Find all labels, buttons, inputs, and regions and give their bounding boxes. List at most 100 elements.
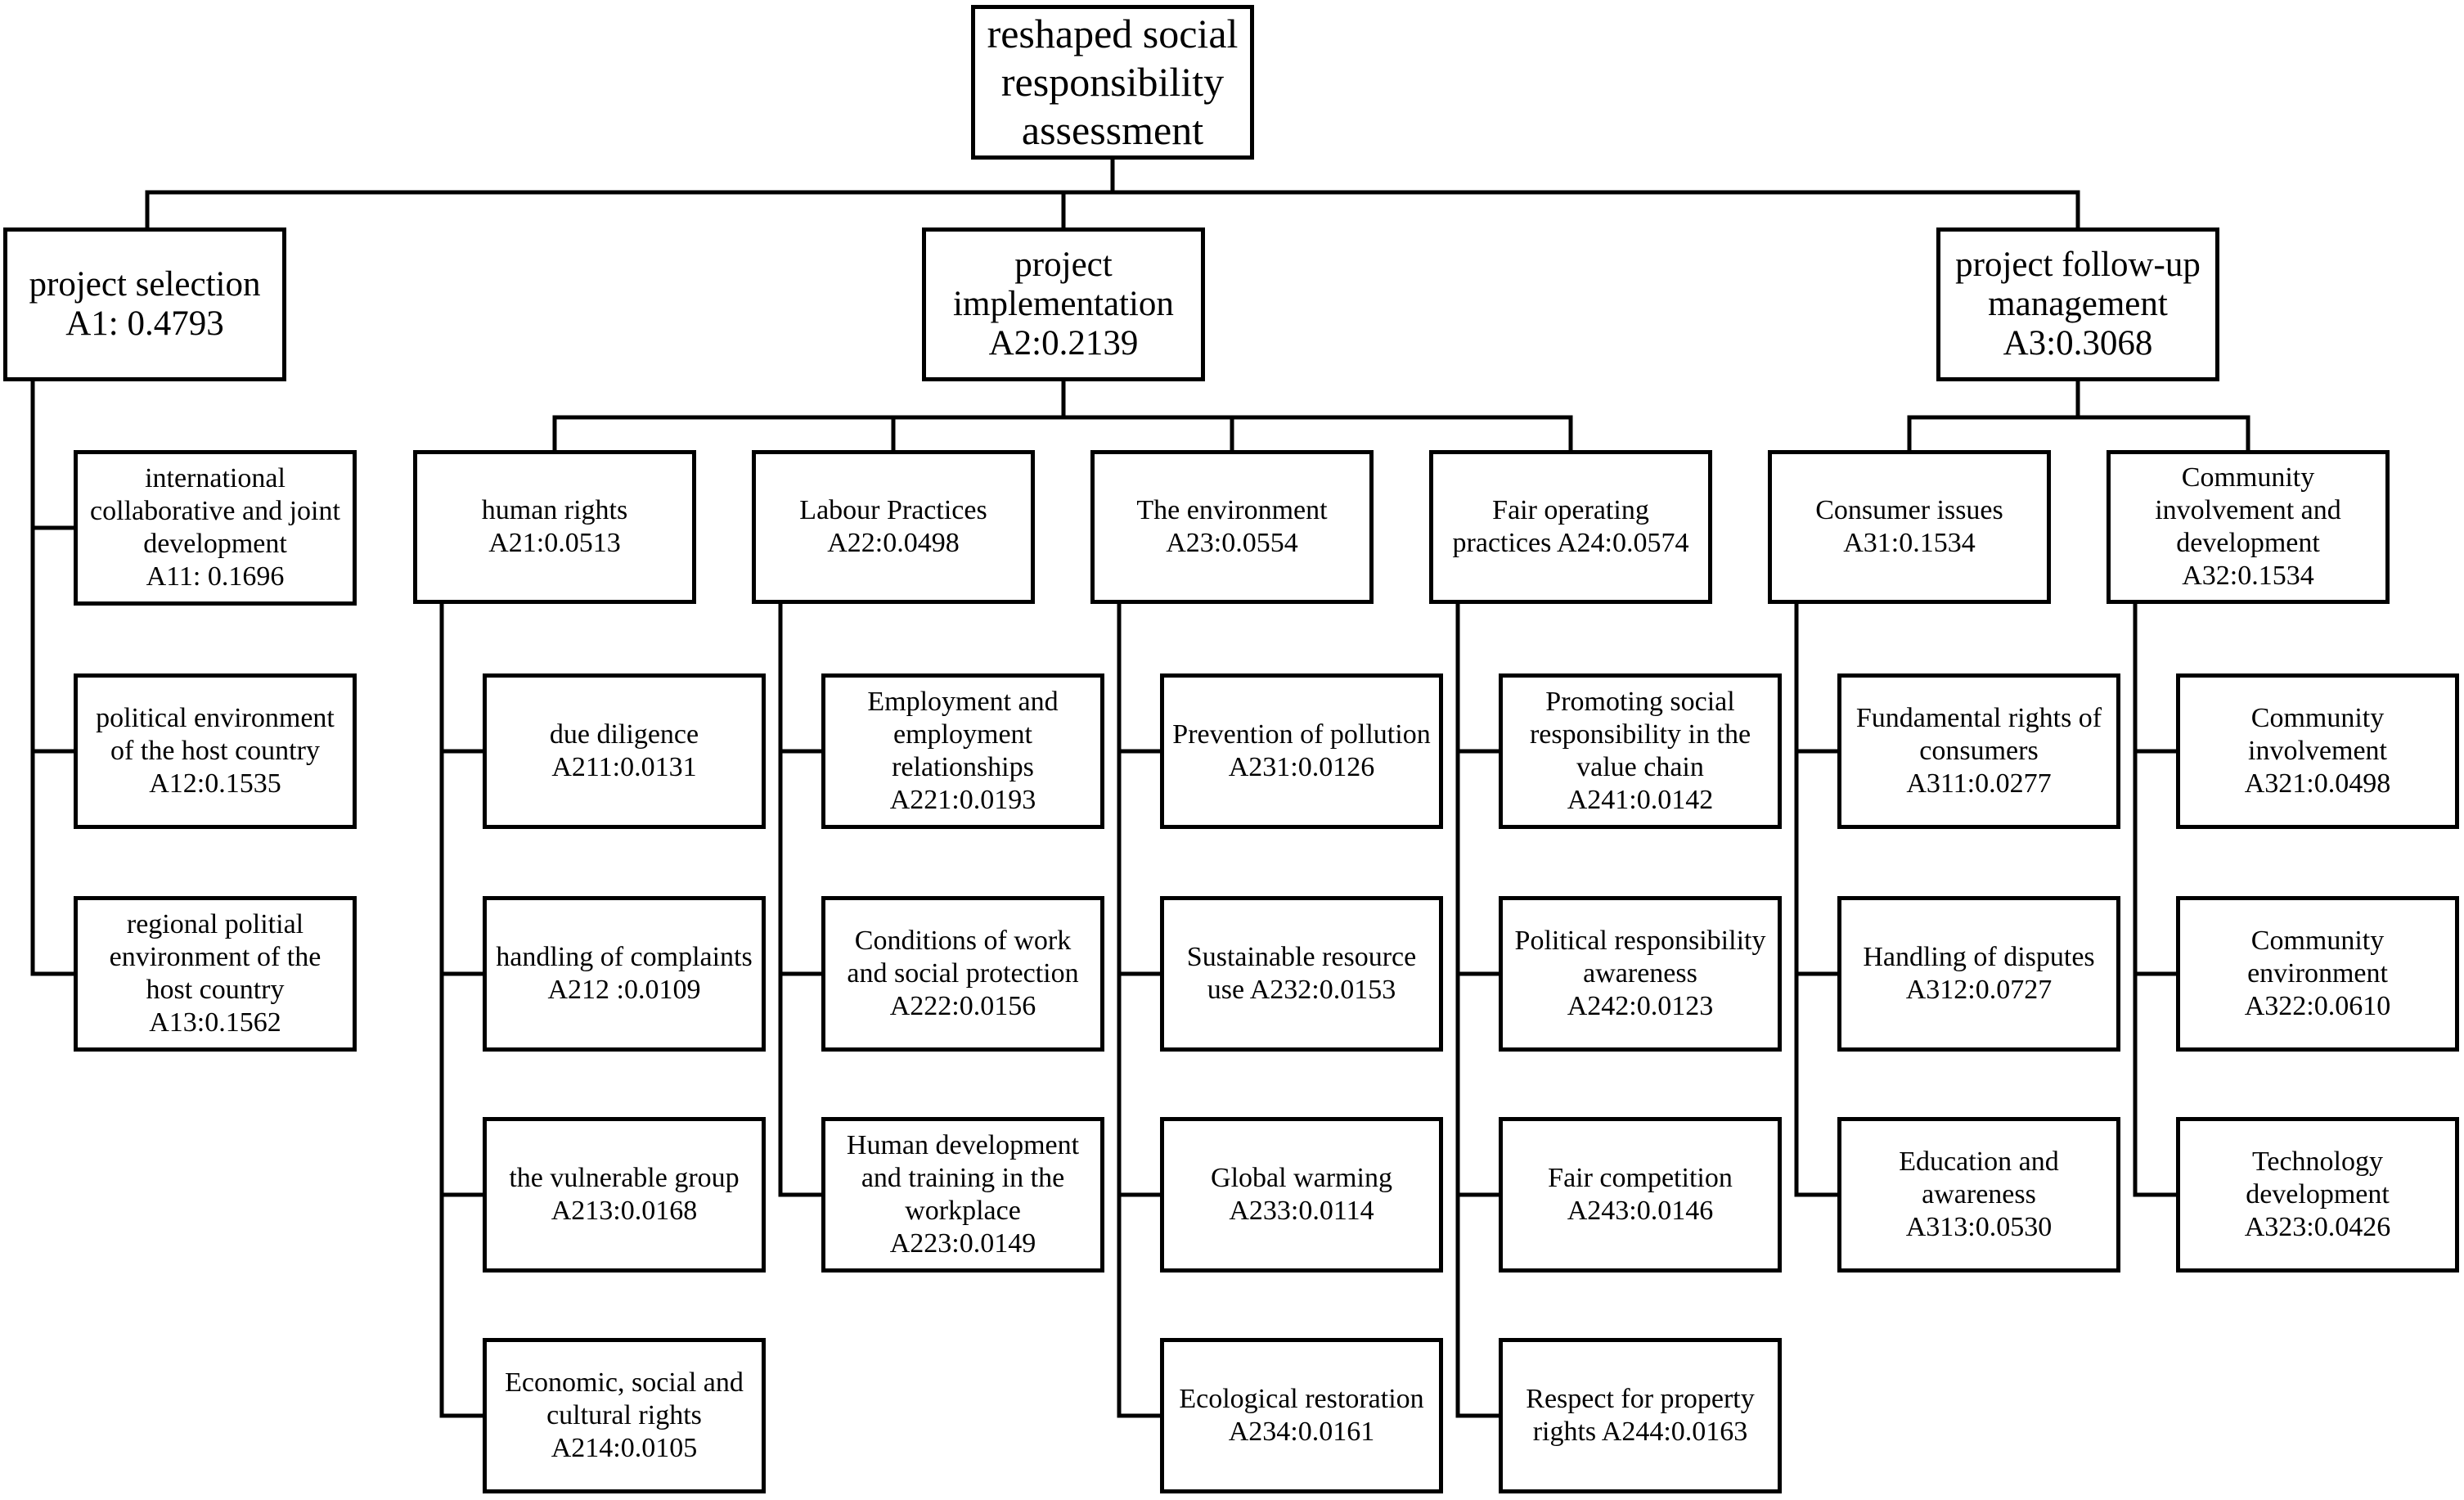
node-a242: Political responsibility awareness A242:… <box>1499 896 1782 1052</box>
node-a212-line: A212 :0.0109 <box>547 975 701 1005</box>
node-a221-line: A221:0.0193 <box>889 785 1036 815</box>
node-a3-line: A3:0.3068 <box>2003 324 2153 363</box>
node-a31-line: A31:0.1534 <box>1843 528 1976 558</box>
node-a244-line: rights A244:0.0163 <box>1532 1417 1748 1447</box>
node-a323-line: development <box>2246 1179 2390 1209</box>
node-a241-line: value chain <box>1576 752 1704 782</box>
node-a234: Ecological restoration A234:0.0161 <box>1160 1338 1443 1493</box>
node-a221-line: relationships <box>892 752 1034 782</box>
node-a312-line: Handling of disputes <box>1863 942 2095 972</box>
node-a243: Fair competition A243:0.0146 <box>1499 1117 1782 1273</box>
node-a321-line: involvement <box>2248 736 2387 766</box>
node-a21: human rights A21:0.0513 <box>413 450 696 604</box>
node-a21-line: human rights <box>481 495 628 525</box>
node-a214-line: A214:0.0105 <box>551 1433 698 1463</box>
node-a12: political environment of the host countr… <box>74 673 357 829</box>
node-a32-line: A32:0.1534 <box>2182 561 2314 591</box>
node-a313: Education and awareness A313:0.0530 <box>1837 1117 2120 1273</box>
node-a13-line: A13:0.1562 <box>149 1007 281 1038</box>
node-a323-line: Technology <box>2251 1146 2384 1177</box>
node-a234-line: A234:0.0161 <box>1228 1417 1375 1447</box>
node-a214: Economic, social and cultural rights A21… <box>483 1338 766 1493</box>
node-a2: project implementation A2:0.2139 <box>922 227 1205 381</box>
node-a12-line: of the host country <box>110 736 320 766</box>
node-a2-line: implementation <box>953 285 1174 323</box>
node-a223-line: Human development <box>846 1130 1080 1160</box>
node-a32-line: development <box>2176 528 2320 558</box>
node-a311: Fundamental rights of consumers A311:0.0… <box>1837 673 2120 829</box>
node-a3-line: project follow-up <box>1955 245 2201 284</box>
node-a321: Community involvement A321:0.0498 <box>2176 673 2459 829</box>
node-a322-line: Community <box>2250 926 2385 956</box>
node-a212-line: handling of complaints <box>496 942 753 972</box>
node-a242-line: A242:0.0123 <box>1567 991 1714 1021</box>
node-a11: international collaborative and joint de… <box>74 450 357 606</box>
node-a231-line: Prevention of pollution <box>1172 719 1431 750</box>
node-a12-line: A12:0.1535 <box>149 768 281 799</box>
node-a2-line: A2:0.2139 <box>988 324 1139 363</box>
node-a321-line: A321:0.0498 <box>2244 768 2391 799</box>
node-a22-line: A22:0.0498 <box>827 528 960 558</box>
node-a13-line: environment of the <box>109 942 321 972</box>
node-a23-line: The environment <box>1136 495 1328 525</box>
node-a311-line: A311:0.0277 <box>1906 768 2052 799</box>
node-a3: project follow-up management A3:0.3068 <box>1936 227 2219 381</box>
node-a223-line: A223:0.0149 <box>889 1228 1036 1259</box>
node-a211-line: A211:0.0131 <box>551 752 697 782</box>
node-a244: Respect for property rights A244:0.0163 <box>1499 1338 1782 1493</box>
node-a241-line: responsibility in the <box>1529 719 1751 750</box>
node-a222-line: Conditions of work <box>854 926 1072 956</box>
node-a243-line: Fair competition <box>1548 1163 1733 1193</box>
node-a2-line: project <box>1014 245 1113 284</box>
node-a221-line: Employment and <box>867 687 1059 717</box>
node-a31: Consumer issues A31:0.1534 <box>1768 450 2051 604</box>
node-a323-line: A323:0.0426 <box>2244 1212 2391 1242</box>
node-a223: Human development and training in the wo… <box>821 1117 1104 1273</box>
node-a222-line: and social protection <box>847 958 1079 989</box>
node-a13: regional politial environment of the hos… <box>74 896 357 1052</box>
node-root-line: responsibility <box>1000 59 1225 105</box>
node-a32: Community involvement and development A3… <box>2107 450 2390 604</box>
node-a212: handling of complaints A212 :0.0109 <box>483 896 766 1052</box>
node-a214-line: cultural rights <box>546 1400 702 1430</box>
node-a24: Fair operating practices A24:0.0574 <box>1429 450 1712 604</box>
node-a23: The environment A23:0.0554 <box>1090 450 1374 604</box>
node-a233-line: Global warming <box>1211 1163 1392 1193</box>
node-a31-line: Consumer issues <box>1815 495 2003 525</box>
node-a241: Promoting social responsibility in the v… <box>1499 673 1782 829</box>
node-a211: due diligence A211:0.0131 <box>483 673 766 829</box>
node-a232: Sustainable resource use A232:0.0153 <box>1160 896 1443 1052</box>
node-a231: Prevention of pollution A231:0.0126 <box>1160 673 1443 829</box>
node-a24-line: Fair operating <box>1492 495 1649 525</box>
node-a3-line: management <box>1988 285 2168 323</box>
node-a313-line: Education and <box>1899 1146 2059 1177</box>
node-a322: Community environment A322:0.0610 <box>2176 896 2459 1052</box>
node-a313-line: awareness <box>1922 1179 2036 1209</box>
node-a11-line: development <box>143 529 287 559</box>
node-a322-line: A322:0.0610 <box>2244 991 2391 1021</box>
node-a32-line: Community <box>2181 462 2315 493</box>
node-a13-line: regional politial <box>126 909 304 939</box>
node-a1: project selection A1: 0.4793 <box>3 227 286 381</box>
node-a311-line: consumers <box>1919 736 2039 766</box>
node-a221: Employment and employment relationships … <box>821 673 1104 829</box>
node-a223-line: workplace <box>905 1196 1021 1226</box>
node-a32-line: involvement and <box>2155 495 2341 525</box>
node-a242-line: awareness <box>1583 958 1697 989</box>
node-a322-line: environment <box>2247 958 2388 989</box>
node-a312-line: A312:0.0727 <box>1905 975 2053 1005</box>
node-a221-line: employment <box>893 719 1032 750</box>
node-a223-line: and training in the <box>861 1163 1065 1193</box>
node-a213-line: the vulnerable group <box>509 1163 740 1193</box>
node-a11-line: collaborative and joint <box>90 496 340 526</box>
node-a21-line: A21:0.0513 <box>488 528 621 558</box>
node-a311-line: Fundamental rights of <box>1855 703 2102 733</box>
node-a214-line: Economic, social and <box>505 1367 744 1398</box>
node-a23-line: A23:0.0554 <box>1166 528 1298 558</box>
node-a241-line: A241:0.0142 <box>1567 785 1714 815</box>
node-a323: Technology development A323:0.0426 <box>2176 1117 2459 1273</box>
node-a222-line: A222:0.0156 <box>889 991 1036 1021</box>
node-a11-line: A11: 0.1696 <box>146 561 285 592</box>
node-a321-line: Community <box>2250 703 2385 733</box>
